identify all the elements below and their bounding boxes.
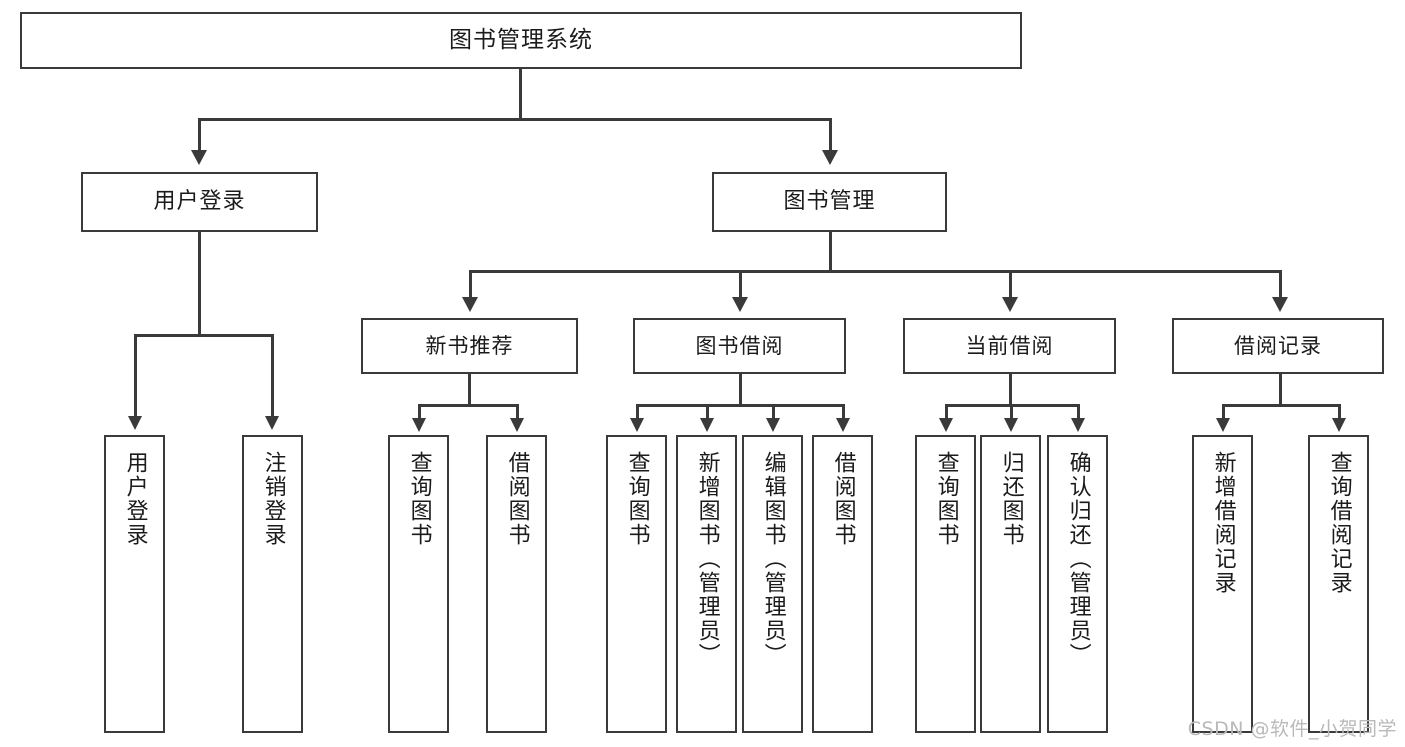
arrow-to-current-borrow — [1002, 297, 1018, 312]
edge-new-book-branch-2 — [516, 404, 519, 418]
arrow-current-borrow-leaf-1 — [939, 418, 953, 432]
arrow-book-borrow-leaf-3 — [766, 418, 780, 432]
edge-current-borrow-branch-1 — [945, 404, 948, 418]
edge-book-manage-branch-1 — [469, 270, 472, 297]
node-label: 新增图书（管理员） — [694, 451, 720, 667]
edge-book-borrow-branch-2 — [706, 404, 709, 418]
edge-user-login-stem — [198, 232, 201, 336]
edge-book-borrow-branch-4 — [842, 404, 845, 418]
edge-book-manage-branch-2 — [739, 270, 742, 297]
arrow-new-book-leaf-2 — [510, 418, 524, 432]
edge-user-login-branch-2 — [271, 334, 274, 416]
leaf-query-book-borrow[interactable]: 查询图书 — [606, 435, 667, 733]
edge-root-stem — [519, 69, 522, 119]
node-label: 新增借阅记录 — [1210, 451, 1236, 595]
node-label: 编辑图书（管理员） — [760, 451, 786, 667]
node-label: 查询图书 — [933, 451, 959, 547]
node-current-borrow[interactable]: 当前借阅 — [903, 318, 1116, 374]
edge-borrow-record-branch-1 — [1222, 404, 1225, 418]
leaf-user-login[interactable]: 用户登录 — [104, 435, 165, 733]
leaf-query-borrow-record[interactable]: 查询借阅记录 — [1308, 435, 1369, 733]
node-label: 当前借阅 — [965, 333, 1054, 358]
edge-current-borrow-branch-2 — [1010, 404, 1013, 418]
node-label: 图书管理系统 — [449, 27, 593, 54]
node-label: 查询借阅记录 — [1326, 451, 1352, 595]
edge-book-borrow-bus — [636, 404, 844, 407]
node-user-login[interactable]: 用户登录 — [81, 172, 318, 232]
arrow-user-login-leaf-2 — [265, 416, 279, 430]
arrow-book-borrow-leaf-4 — [836, 418, 850, 432]
arrow-book-borrow-leaf-2 — [700, 418, 714, 432]
node-borrow-record[interactable]: 借阅记录 — [1172, 318, 1384, 374]
edge-root-bus — [198, 118, 831, 121]
node-label: 确认归还（管理员） — [1065, 451, 1091, 667]
node-new-book-recommend[interactable]: 新书推荐 — [361, 318, 578, 374]
leaf-logout[interactable]: 注销登录 — [242, 435, 303, 733]
leaf-add-book-admin[interactable]: 新增图书（管理员） — [676, 435, 737, 733]
leaf-query-book-recommend[interactable]: 查询图书 — [388, 435, 449, 733]
node-label: 查询图书 — [624, 451, 650, 547]
edge-user-login-bus — [134, 334, 271, 337]
node-root-system[interactable]: 图书管理系统 — [20, 12, 1022, 69]
arrow-current-borrow-leaf-2 — [1004, 418, 1018, 432]
leaf-add-borrow-record[interactable]: 新增借阅记录 — [1192, 435, 1253, 733]
edge-book-manage-branch-4 — [1279, 270, 1282, 297]
arrow-borrow-record-leaf-2 — [1332, 418, 1346, 432]
node-label: 图书管理 — [783, 189, 876, 215]
arrow-new-book-leaf-1 — [412, 418, 426, 432]
leaf-borrow-book-recommend[interactable]: 借阅图书 — [486, 435, 547, 733]
node-label: 借阅记录 — [1234, 333, 1322, 358]
arrow-borrow-record-leaf-1 — [1216, 418, 1230, 432]
leaf-edit-book-admin[interactable]: 编辑图书（管理员） — [742, 435, 803, 733]
edge-new-book-bus — [418, 404, 518, 407]
edge-root-to-user-login — [198, 118, 201, 150]
node-label: 借阅图书 — [830, 451, 856, 547]
node-label: 用户登录 — [153, 189, 246, 215]
edge-book-borrow-branch-3 — [772, 404, 775, 418]
leaf-confirm-return-admin[interactable]: 确认归还（管理员） — [1047, 435, 1108, 733]
node-label: 注销登录 — [260, 451, 286, 547]
leaf-query-book-current[interactable]: 查询图书 — [915, 435, 976, 733]
arrow-root-to-user-login — [191, 150, 207, 165]
edge-book-borrow-branch-1 — [636, 404, 639, 418]
edge-root-to-book-manage — [829, 118, 832, 150]
edge-new-book-stem — [468, 374, 471, 406]
arrow-book-borrow-leaf-1 — [630, 418, 644, 432]
node-label: 归还图书 — [998, 451, 1024, 547]
edge-borrow-record-branch-2 — [1338, 404, 1341, 418]
edge-book-manage-stem — [829, 232, 832, 272]
edge-borrow-record-bus — [1222, 404, 1340, 407]
node-book-management[interactable]: 图书管理 — [712, 172, 947, 232]
node-label: 用户登录 — [122, 451, 148, 547]
edge-new-book-branch-1 — [418, 404, 421, 418]
node-label: 查询图书 — [406, 451, 432, 547]
arrow-user-login-leaf-1 — [128, 416, 142, 430]
leaf-return-book[interactable]: 归还图书 — [980, 435, 1041, 733]
node-label: 借阅图书 — [504, 451, 530, 547]
arrow-to-book-borrow — [732, 297, 748, 312]
edge-book-manage-branch-3 — [1009, 270, 1012, 297]
edge-user-login-branch-1 — [134, 334, 137, 416]
arrow-to-new-book-recommend — [462, 297, 478, 312]
arrow-to-borrow-record — [1272, 297, 1288, 312]
node-book-borrow[interactable]: 图书借阅 — [633, 318, 846, 374]
node-label: 新书推荐 — [425, 333, 514, 358]
node-label: 图书借阅 — [695, 333, 784, 358]
edge-book-borrow-stem — [739, 374, 742, 406]
edge-current-borrow-branch-3 — [1077, 404, 1080, 418]
edge-book-manage-bus — [469, 270, 1282, 273]
leaf-borrow-book[interactable]: 借阅图书 — [812, 435, 873, 733]
arrow-root-to-book-manage — [822, 150, 838, 165]
edge-current-borrow-stem — [1009, 374, 1012, 406]
edge-borrow-record-stem — [1279, 374, 1282, 406]
arrow-current-borrow-leaf-3 — [1071, 418, 1085, 432]
